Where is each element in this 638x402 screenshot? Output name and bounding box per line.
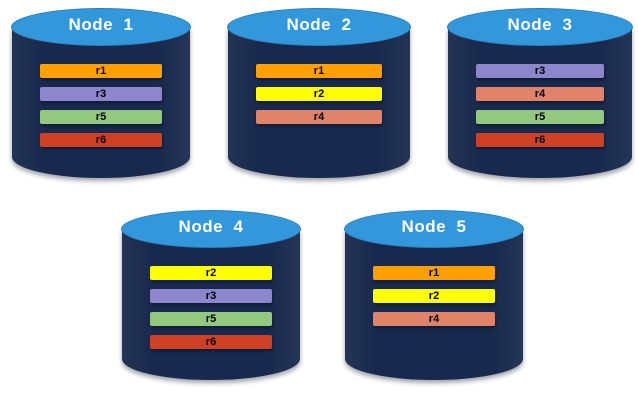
- cylinder-body: [122, 229, 300, 380]
- cylinder-top-ellipse: [344, 210, 524, 248]
- database-node-4[interactable]: Node 4 r2 r3 r5 r6: [121, 210, 301, 380]
- replica-bar[interactable]: r3: [40, 87, 162, 101]
- cylinder-body: [345, 229, 523, 380]
- replica-bar[interactable]: r6: [476, 133, 604, 147]
- replica-list: r1 r2 r4: [373, 266, 495, 326]
- node-title: Node 3: [507, 15, 573, 34]
- database-node-1[interactable]: Node 1 r1 r3 r5 r6: [11, 8, 191, 178]
- database-node-2[interactable]: Node 2 r1 r2 r4: [227, 8, 411, 178]
- cylinder-top-ellipse: [447, 8, 633, 46]
- replica-bar[interactable]: r3: [150, 289, 272, 303]
- cylinder-body: [448, 27, 632, 178]
- node-title: Node 2: [286, 15, 352, 34]
- replica-bar[interactable]: r3: [476, 64, 604, 78]
- replica-bar[interactable]: r2: [256, 87, 382, 101]
- replica-list: r1 r3 r5 r6: [40, 64, 162, 147]
- cylinder-top-ellipse: [121, 210, 301, 248]
- replica-bar[interactable]: r2: [150, 266, 272, 280]
- replica-bar[interactable]: r4: [373, 312, 495, 326]
- database-node-5[interactable]: Node 5 r1 r2 r4: [344, 210, 524, 380]
- replica-list: r2 r3 r5 r6: [150, 266, 272, 349]
- replica-bar[interactable]: r6: [40, 133, 162, 147]
- replica-bar[interactable]: r1: [40, 64, 162, 78]
- replica-bar[interactable]: r4: [256, 110, 382, 124]
- database-node-3[interactable]: Node 3 r3 r4 r5 r6: [447, 8, 633, 178]
- replica-list: r1 r2 r4: [256, 64, 382, 124]
- node-title: Node 4: [178, 217, 244, 236]
- cylinder-body: [12, 27, 190, 178]
- replica-bar[interactable]: r1: [256, 64, 382, 78]
- cylinder-top-ellipse: [11, 8, 191, 46]
- replica-bar[interactable]: r5: [150, 312, 272, 326]
- replica-bar[interactable]: r4: [476, 87, 604, 101]
- node-title: Node 1: [68, 15, 134, 34]
- replica-bar[interactable]: r2: [373, 289, 495, 303]
- cylinder-top-ellipse: [227, 8, 411, 46]
- replica-bar[interactable]: r5: [476, 110, 604, 124]
- node-title: Node 5: [401, 217, 467, 236]
- replica-bar[interactable]: r5: [40, 110, 162, 124]
- replica-bar[interactable]: r1: [373, 266, 495, 280]
- replica-bar[interactable]: r6: [150, 335, 272, 349]
- cylinder-body: [228, 27, 410, 178]
- replica-list: r3 r4 r5 r6: [476, 64, 604, 147]
